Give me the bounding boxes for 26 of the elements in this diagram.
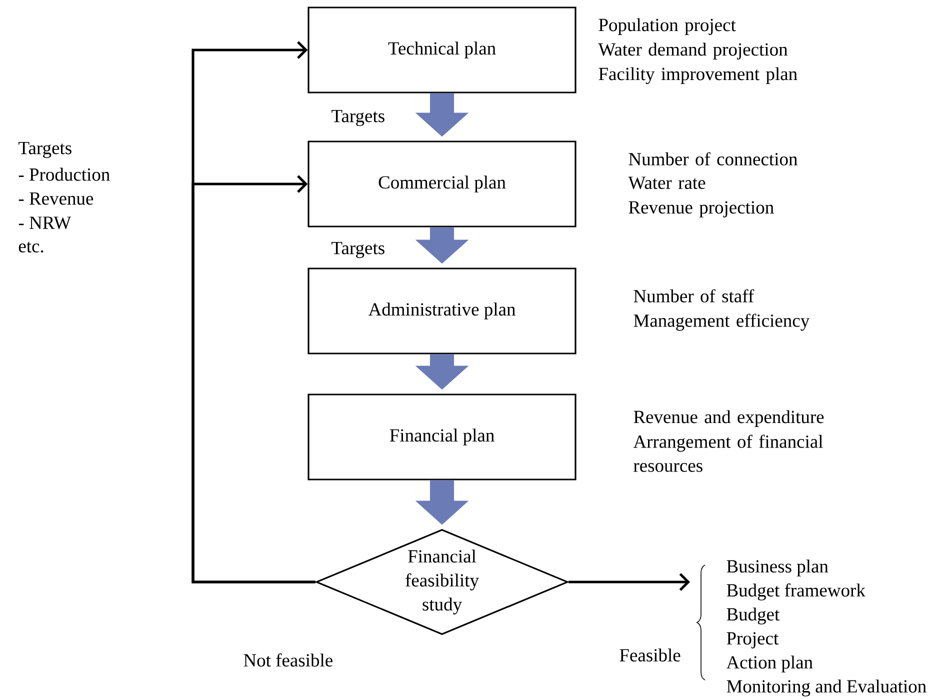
side-note: - Revenue [18,192,94,205]
process-box: Administrative plan [308,268,576,354]
node-annotation: Revenue projection [628,201,774,218]
node-annotation: Number of connection [628,152,798,166]
output-list: Business plan Budget framework Budget Project Action plan Monitoring and Evaluation [726,560,926,696]
side-note: - NRW [18,216,72,230]
node-annotation: Management efficiency [634,314,810,331]
node-annotation: Revenue and expenditure [634,410,824,427]
node-annotation: Population project [598,18,736,35]
side-note: - Production [18,168,110,181]
process-box: Technical plan [308,6,576,94]
node-annotation: Number of staff [634,289,754,302]
edge-label: Targets [330,108,386,128]
side-note: Targets [18,142,72,158]
arrow [568,573,690,591]
node-annotation: Arrangement of financial resources [633,434,823,472]
node-annotation: Facility improvement plan [598,67,798,84]
node-annotation: Water rate [628,176,706,190]
edge-label: Feasible [618,648,682,663]
node-annotation: Water demand projection [598,42,788,60]
process-box: Financial plan [308,394,576,480]
side-note: etc. [18,242,44,253]
process-box: Commercial plan [308,140,576,228]
edge-label: Not feasible [242,652,334,668]
feedback-arrow [192,175,316,584]
edge-label: Targets [330,240,386,260]
